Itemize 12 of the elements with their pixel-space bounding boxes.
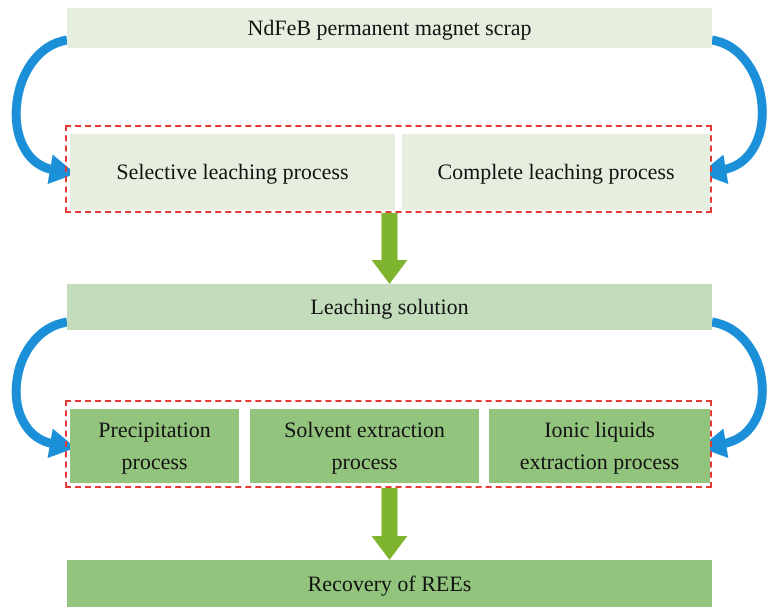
process-box: Solvent extraction process [250,409,479,483]
process-box: Ionic liquids extraction process [489,409,710,483]
process-box: NdFeB permanent magnet scrap [67,8,712,48]
process-box: Precipitation process [70,409,239,483]
process-box: Leaching solution [67,284,712,330]
process-box: Complete leaching process [402,134,710,210]
arrow [372,488,408,560]
process-box: Selective leaching process [70,134,395,210]
dashed-group-frame [65,400,712,488]
process-box: Recovery of REEs [67,560,712,607]
arrow [372,213,408,284]
dashed-group-frame [65,125,712,213]
